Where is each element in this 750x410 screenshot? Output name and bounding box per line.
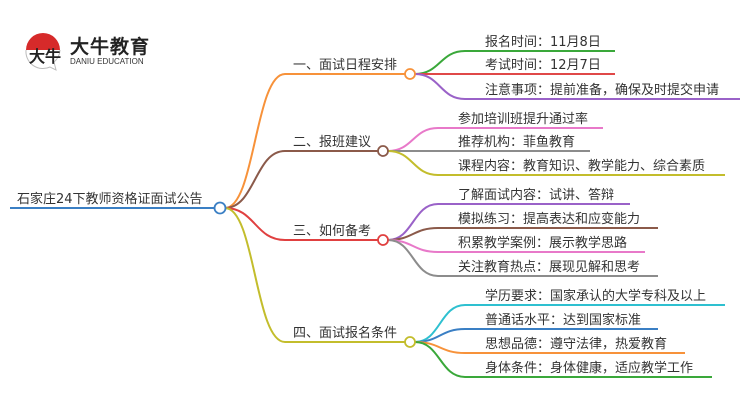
branch-connector <box>224 73 405 209</box>
leaf-connector <box>387 239 658 277</box>
leaf-label: 课程内容：教育知识、教学能力、综合素质 <box>458 158 705 174</box>
leaf-label: 学历要求：国家承认的大学专科及以上 <box>485 288 706 304</box>
leaf-connector <box>387 203 630 241</box>
branch-node-circle-icon <box>377 234 389 246</box>
branch-connector <box>224 150 378 209</box>
leaf-label: 注意事项：提前准备，确保及时提交申请 <box>485 82 719 98</box>
leaf-label: 了解面试内容：试讲、答辩 <box>458 187 614 203</box>
leaf-label: 积累教学案例：展示教学思路 <box>458 235 627 251</box>
leaf-label: 身体条件：身体健康，适应教学工作 <box>485 360 693 376</box>
branch-label: 四、面试报名条件 <box>293 325 397 341</box>
leaf-connector <box>414 341 712 378</box>
leaf-connector <box>414 73 740 100</box>
leaf-label: 考试时间：12月7日 <box>485 58 601 73</box>
root-label: 石家庄24下教师资格证面试公告 <box>17 191 203 207</box>
branch-4: 四、面试报名条件 学历要求：国家承认的大学专科及以上普通话水平：达到国家标准思想品… <box>224 207 725 378</box>
logo: 大牛 大牛教育 DANIU EDUCATION <box>20 28 190 72</box>
logo-mark-icon: 大牛 <box>25 33 61 71</box>
leaf-label: 报名时间：11月8日 <box>485 34 601 50</box>
leaf-label: 参加培训班提升通过率 <box>458 111 588 127</box>
svg-text:大牛: 大牛 <box>29 47 61 66</box>
branch-1: 一、面试日程安排 报名时间：11月8日考试时间：12月7日注意事项：提前准备，确保… <box>224 34 740 209</box>
branch-label: 一、面试日程安排 <box>293 58 397 73</box>
branch-connector <box>224 207 405 343</box>
leaf-label: 关注教育热点：展现见解和思考 <box>458 259 640 275</box>
logo-subtitle: DANIU EDUCATION <box>70 57 144 66</box>
branch-label: 二、报班建议 <box>293 135 371 150</box>
branch-3: 三、如何备考 了解面试内容：试讲、答辩模拟练习：提高表达和应变能力积累教学案例：展… <box>224 187 658 277</box>
leaf-label: 普通话水平：达到国家标准 <box>485 312 641 328</box>
logo-title: 大牛教育 <box>70 36 151 58</box>
leaf-connector <box>387 150 725 176</box>
branch-connector <box>224 207 378 241</box>
root-node-circle-icon <box>213 201 227 215</box>
branch-node-circle-icon <box>404 336 416 348</box>
leaf-label: 思想品德：遵守法律，热爱教育 <box>485 336 667 352</box>
branch-label: 三、如何备考 <box>293 223 371 239</box>
leaf-label: 推荐机构：菲鱼教育 <box>458 134 575 150</box>
branch-2: 二、报班建议 参加培训班提升通过率推荐机构：菲鱼教育课程内容：教育知识、教学能力、… <box>224 111 725 209</box>
leaf-label: 模拟练习：提高表达和应变能力 <box>458 211 640 227</box>
leaf-connector <box>414 304 725 343</box>
branch-node-circle-icon <box>404 68 416 80</box>
branch-node-circle-icon <box>377 145 389 157</box>
